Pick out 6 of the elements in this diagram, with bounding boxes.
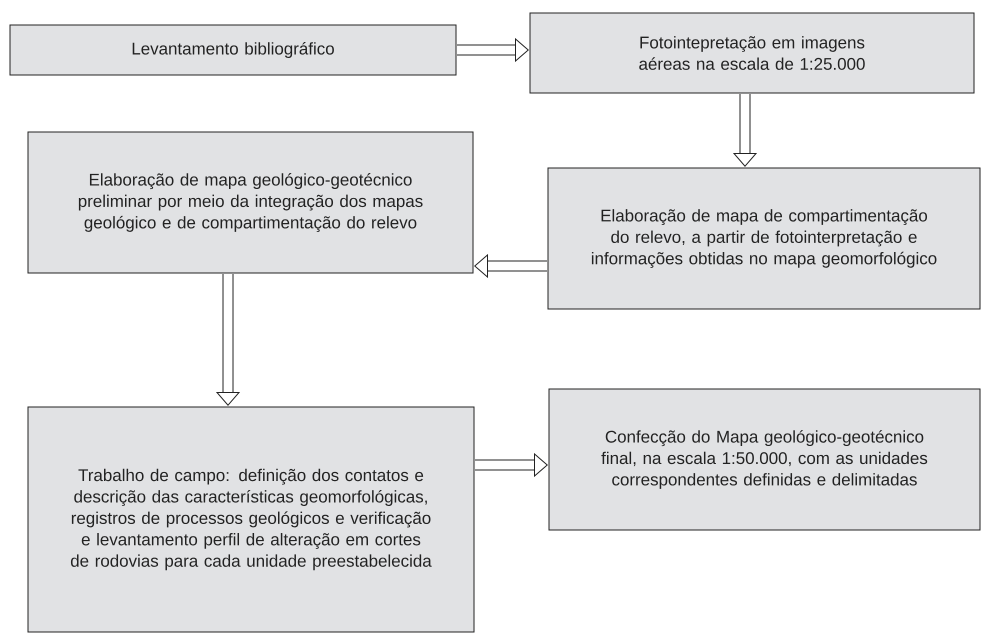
- process-box: Levantamento bibliográfico: [10, 24, 456, 76]
- process-box: Elaboração de mapa geológico-geotécnico preliminar por meio da integração dos mapas geológico e de compartimentação do relevo: [28, 131, 474, 274]
- process-box: Elaboração de mapa de compartimentação do relevo, a partir de fotointerpretação e informações obtidas no mapa geomorfológico: [548, 167, 980, 310]
- process-box: Fotointepretação em imagens aéreas na escala de 1:25.000: [530, 12, 974, 94]
- process-box: Confecção do Mapa geológico-geotécnico final, na escala 1:50.000, com as unidades correspondentes definidas e delimitadas: [548, 388, 980, 530]
- process-box: Trabalho de campo: definição dos contatos e descrição das características geomorfológicas, registros de processos geológicos e verificação e levantamento perfil de alteração em cortes de rodovias para cada unidade preestabelecida: [28, 406, 474, 632]
